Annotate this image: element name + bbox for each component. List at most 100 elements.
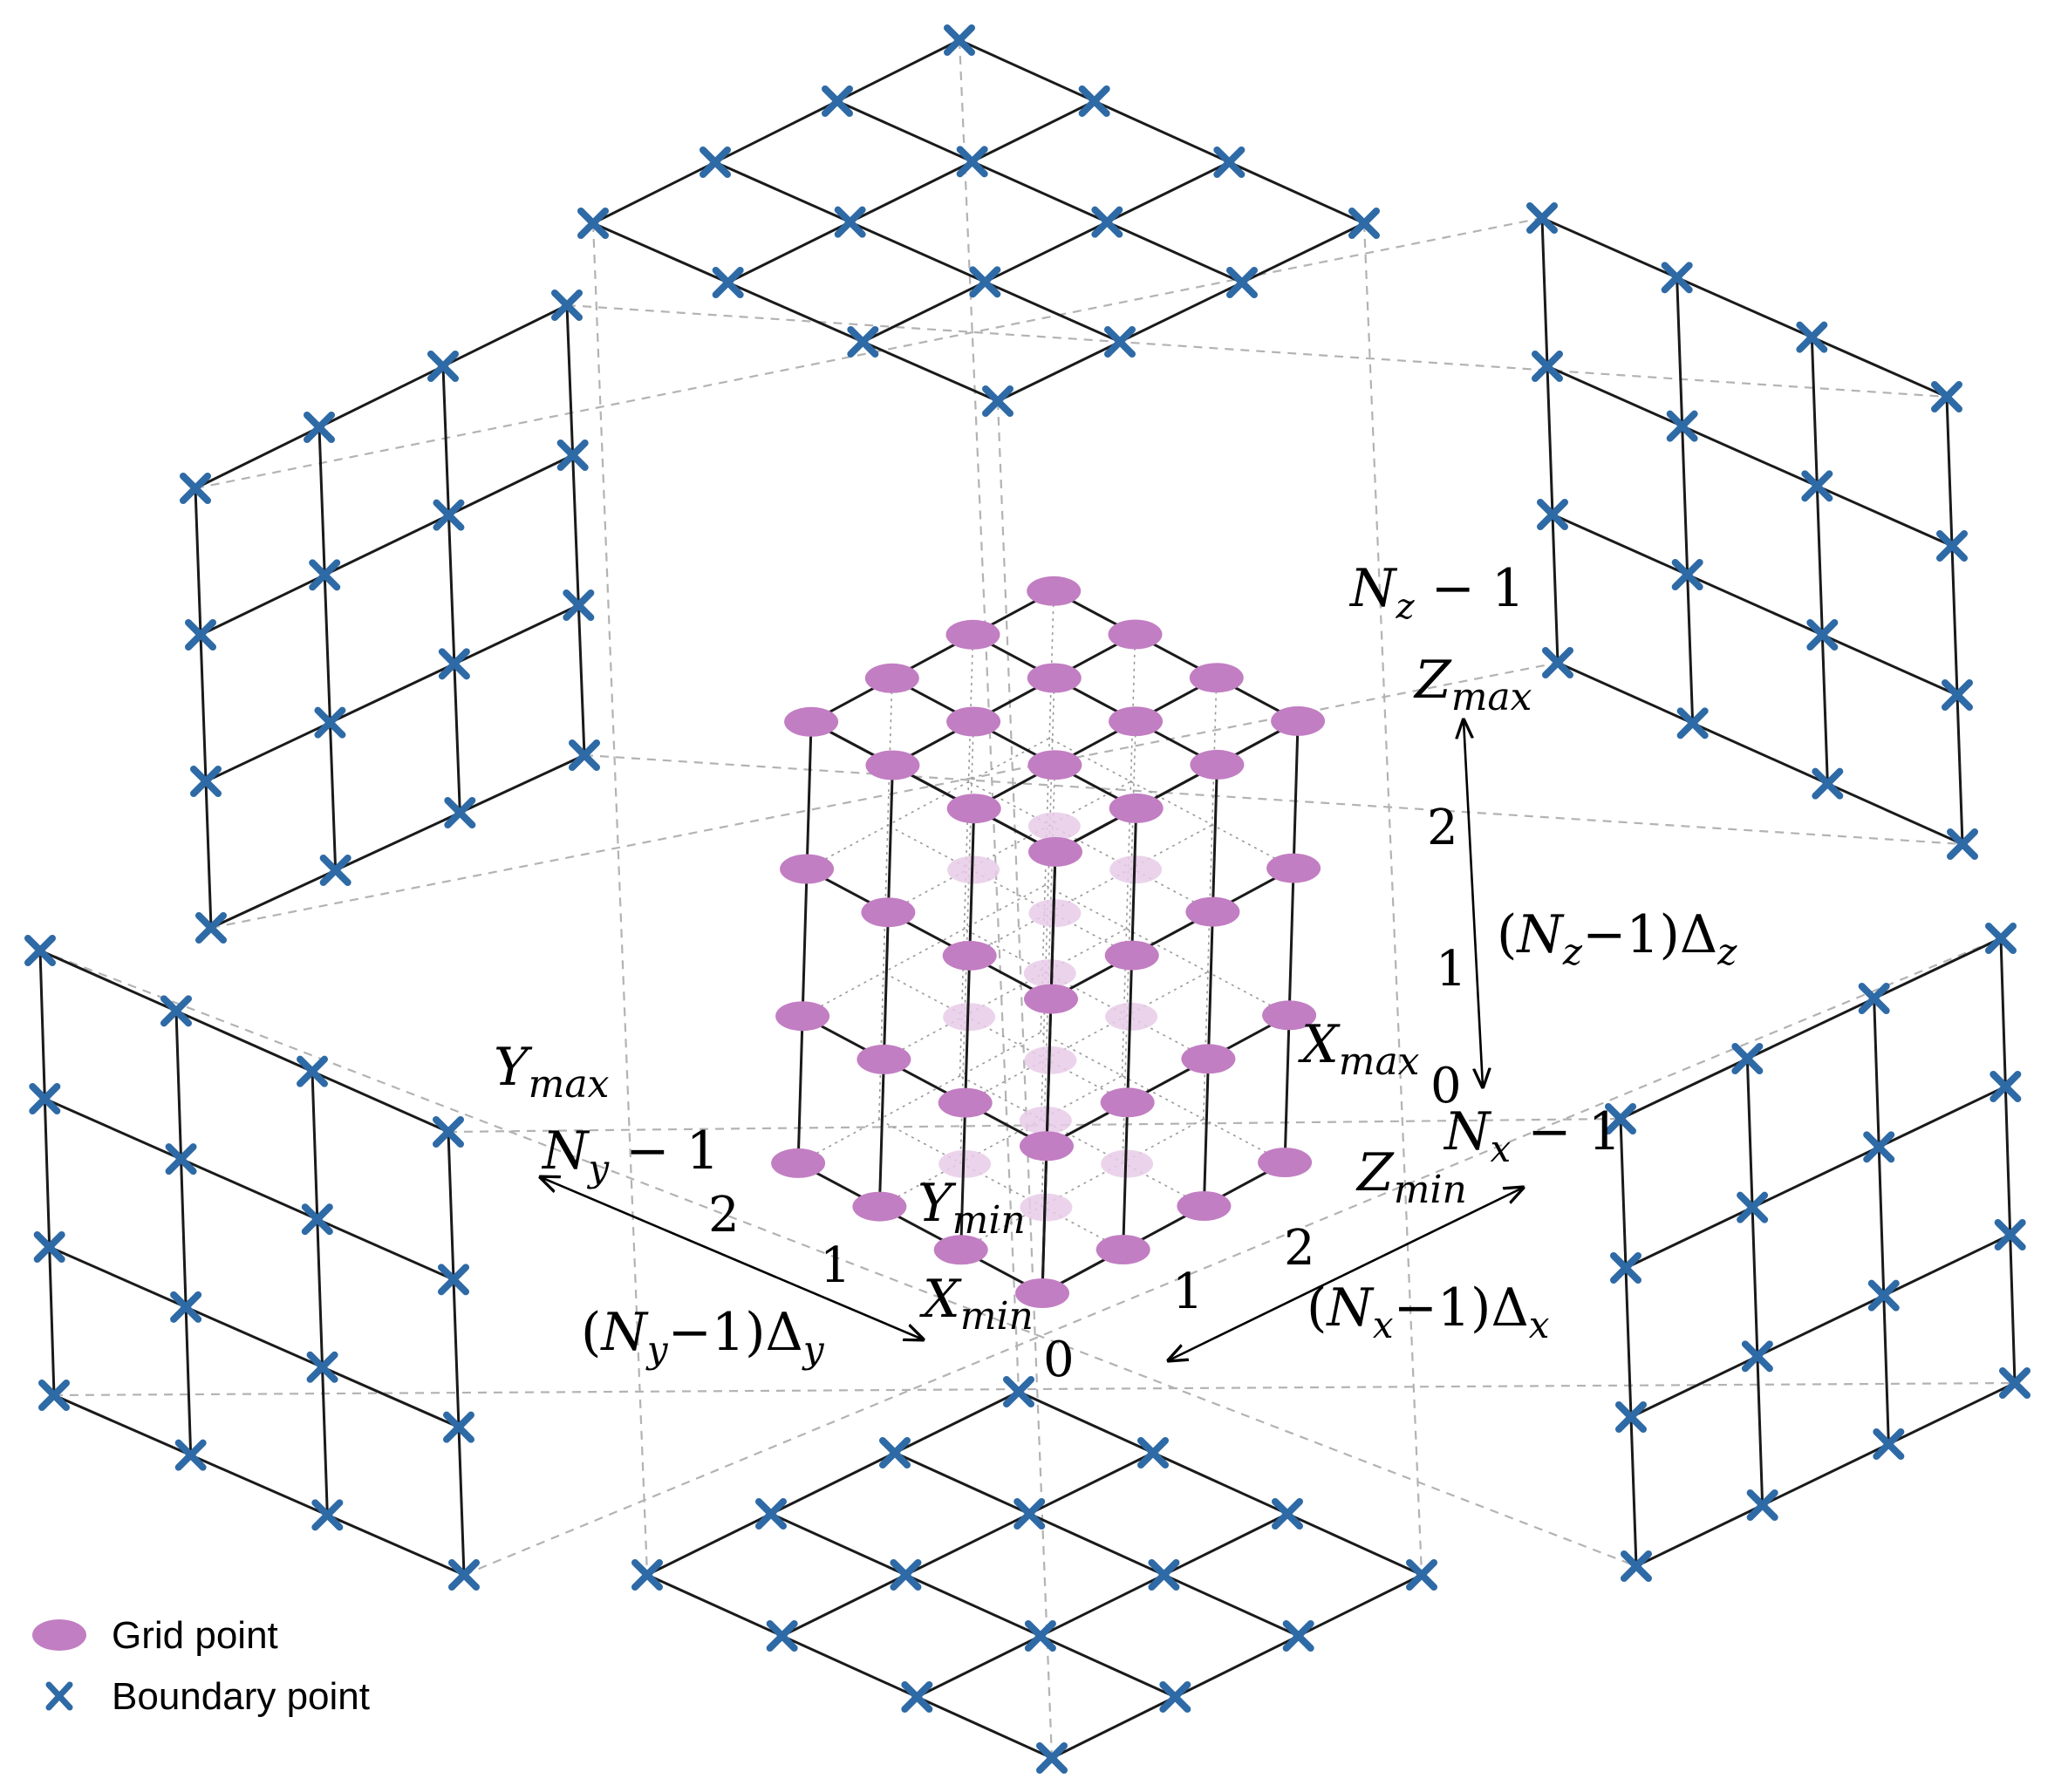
hidden-grid-point xyxy=(1019,1106,1072,1134)
boundary-point xyxy=(1990,1071,2022,1102)
cube-edge xyxy=(877,765,894,1207)
dashed-connector xyxy=(53,1381,2016,1397)
grid-point xyxy=(1027,663,1082,693)
cross-stroke xyxy=(1137,1437,1169,1468)
grid-point xyxy=(1104,940,1159,971)
boundary-point xyxy=(1605,1103,1636,1134)
cube-edge xyxy=(959,808,976,1250)
label-z-tick-1: 1 xyxy=(1436,941,1467,998)
boundary-point xyxy=(1213,146,1246,178)
cross-stroke xyxy=(1731,1043,1764,1074)
boundary-point xyxy=(1936,530,1968,562)
boundary-point xyxy=(1104,326,1136,358)
cross-stroke xyxy=(180,473,211,504)
boundary-point xyxy=(755,1498,787,1530)
grid-point xyxy=(852,1191,907,1222)
grid-point xyxy=(1015,1278,1069,1308)
cross-stroke xyxy=(1605,1103,1636,1134)
cube-edge xyxy=(973,676,1218,810)
cube-edge xyxy=(810,589,1054,724)
boundary-point xyxy=(433,1116,464,1148)
cube-edge xyxy=(806,868,1052,1000)
cross-stroke xyxy=(1621,1550,1652,1582)
cross-stroke xyxy=(438,648,470,680)
grid-point xyxy=(1100,1087,1155,1118)
label-z-extent: (Nz−1)Δz xyxy=(1497,904,1737,973)
cross-stroke xyxy=(1858,983,1890,1014)
cross-stroke xyxy=(822,85,853,117)
panel-grid-line xyxy=(1999,937,2017,1384)
panel-grid-line xyxy=(1540,217,1560,664)
boundary-point xyxy=(1014,1498,1046,1530)
boundary-point xyxy=(1741,1340,1773,1373)
boundary-point xyxy=(311,1499,344,1531)
label-y-extent: (Ny−1)Δy xyxy=(581,1302,825,1371)
y-extent-arrow xyxy=(541,1177,923,1339)
cross-stroke xyxy=(1213,146,1246,178)
cross-stroke xyxy=(1666,410,1698,442)
cross-stroke xyxy=(1348,208,1380,239)
dashed-connector xyxy=(584,753,1963,846)
cross-stroke xyxy=(185,619,216,651)
grid-point xyxy=(1108,619,1163,650)
label-nz-minus-1: Nz − 1 xyxy=(1348,558,1525,627)
boundary-point xyxy=(1746,1489,1778,1521)
cube-edge xyxy=(810,720,1056,854)
cross-stroke xyxy=(1036,1742,1068,1774)
boundary-point xyxy=(1148,1559,1180,1591)
cube-edge xyxy=(1283,720,1300,1163)
cube-edge xyxy=(1050,867,1294,1000)
boundary-point xyxy=(1801,470,1833,502)
boundary-point xyxy=(438,648,470,680)
cross-stroke xyxy=(569,739,600,771)
boundary-point xyxy=(1994,1219,2026,1250)
label-zmin: Zmin xyxy=(1355,1142,1467,1212)
interior-line xyxy=(802,884,1046,1017)
boundary-point xyxy=(631,1559,663,1591)
panel-top xyxy=(577,24,1380,417)
panel-grid-line xyxy=(894,1451,1300,1638)
boundary-point xyxy=(563,589,595,621)
interior-line xyxy=(1044,884,1290,1017)
panel-grid-line xyxy=(646,1390,1020,1577)
panel-grid-line xyxy=(200,453,574,637)
legend-boundary-point-label: Boundary point xyxy=(112,1675,370,1718)
panel-grid-line xyxy=(1552,513,1958,697)
grid-point xyxy=(1258,1148,1313,1177)
cross-stroke xyxy=(982,385,1014,417)
cross-stroke xyxy=(551,290,583,321)
boundary-point xyxy=(1947,828,1978,860)
boundary-point xyxy=(569,739,600,771)
boundary-point xyxy=(577,208,609,239)
cross-stroke xyxy=(631,1559,663,1591)
boundary-point xyxy=(160,995,192,1027)
x-extent-arrow xyxy=(1169,1188,1523,1360)
grid-point xyxy=(861,897,916,928)
boundary-point xyxy=(1348,208,1380,239)
boundary-point xyxy=(1078,85,1110,117)
cross-stroke xyxy=(1104,326,1136,358)
panel-grid-line xyxy=(1620,937,2002,1121)
interior-line xyxy=(965,971,1209,1104)
panel-grid-line xyxy=(1635,1381,2016,1568)
boundary-point xyxy=(306,1351,338,1383)
cross-stroke xyxy=(1990,1071,2022,1102)
cross-stroke xyxy=(1676,707,1709,739)
cross-stroke xyxy=(306,1351,338,1383)
panel-grid-line xyxy=(1557,661,1963,846)
boundary-point xyxy=(834,206,866,238)
boundary-point xyxy=(297,1055,328,1087)
cross-stroke xyxy=(427,351,459,382)
boundary-point xyxy=(24,935,56,966)
cube-visible-edges xyxy=(796,589,1300,1295)
cube-edge xyxy=(1041,851,1057,1294)
grid-point xyxy=(771,1148,826,1178)
boundary-point xyxy=(1942,679,1973,711)
cross-stroke xyxy=(1661,262,1693,294)
cube-edge xyxy=(891,633,1136,767)
boundary-point xyxy=(1796,321,1828,353)
boundary-point xyxy=(1863,1131,1895,1163)
panel-grid-line xyxy=(44,1097,454,1281)
cross-stroke xyxy=(170,1291,202,1323)
cross-stroke xyxy=(165,1143,197,1175)
